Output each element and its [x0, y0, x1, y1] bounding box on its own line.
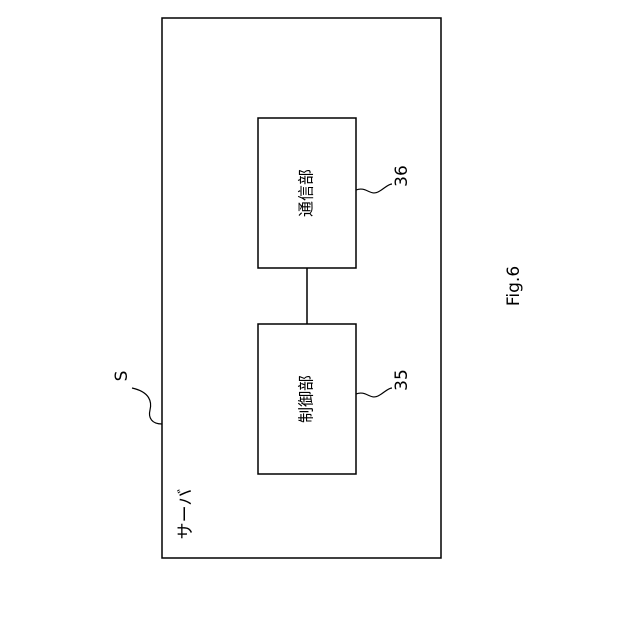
block-control-unit-label: 制御部: [297, 375, 316, 423]
figure-label: Fig.6: [504, 266, 524, 306]
ref-36-leader: [356, 184, 392, 193]
ref-35-leader: [356, 388, 392, 397]
server-ref-leader: [132, 388, 162, 424]
server-label: サーバ: [176, 489, 196, 540]
server-ref-label: S: [112, 371, 132, 382]
ref-35-label: 35: [392, 369, 412, 391]
ref-36-label: 36: [392, 165, 412, 187]
server-box: [162, 18, 441, 558]
block-communication-unit-label: 通信部: [297, 169, 316, 217]
